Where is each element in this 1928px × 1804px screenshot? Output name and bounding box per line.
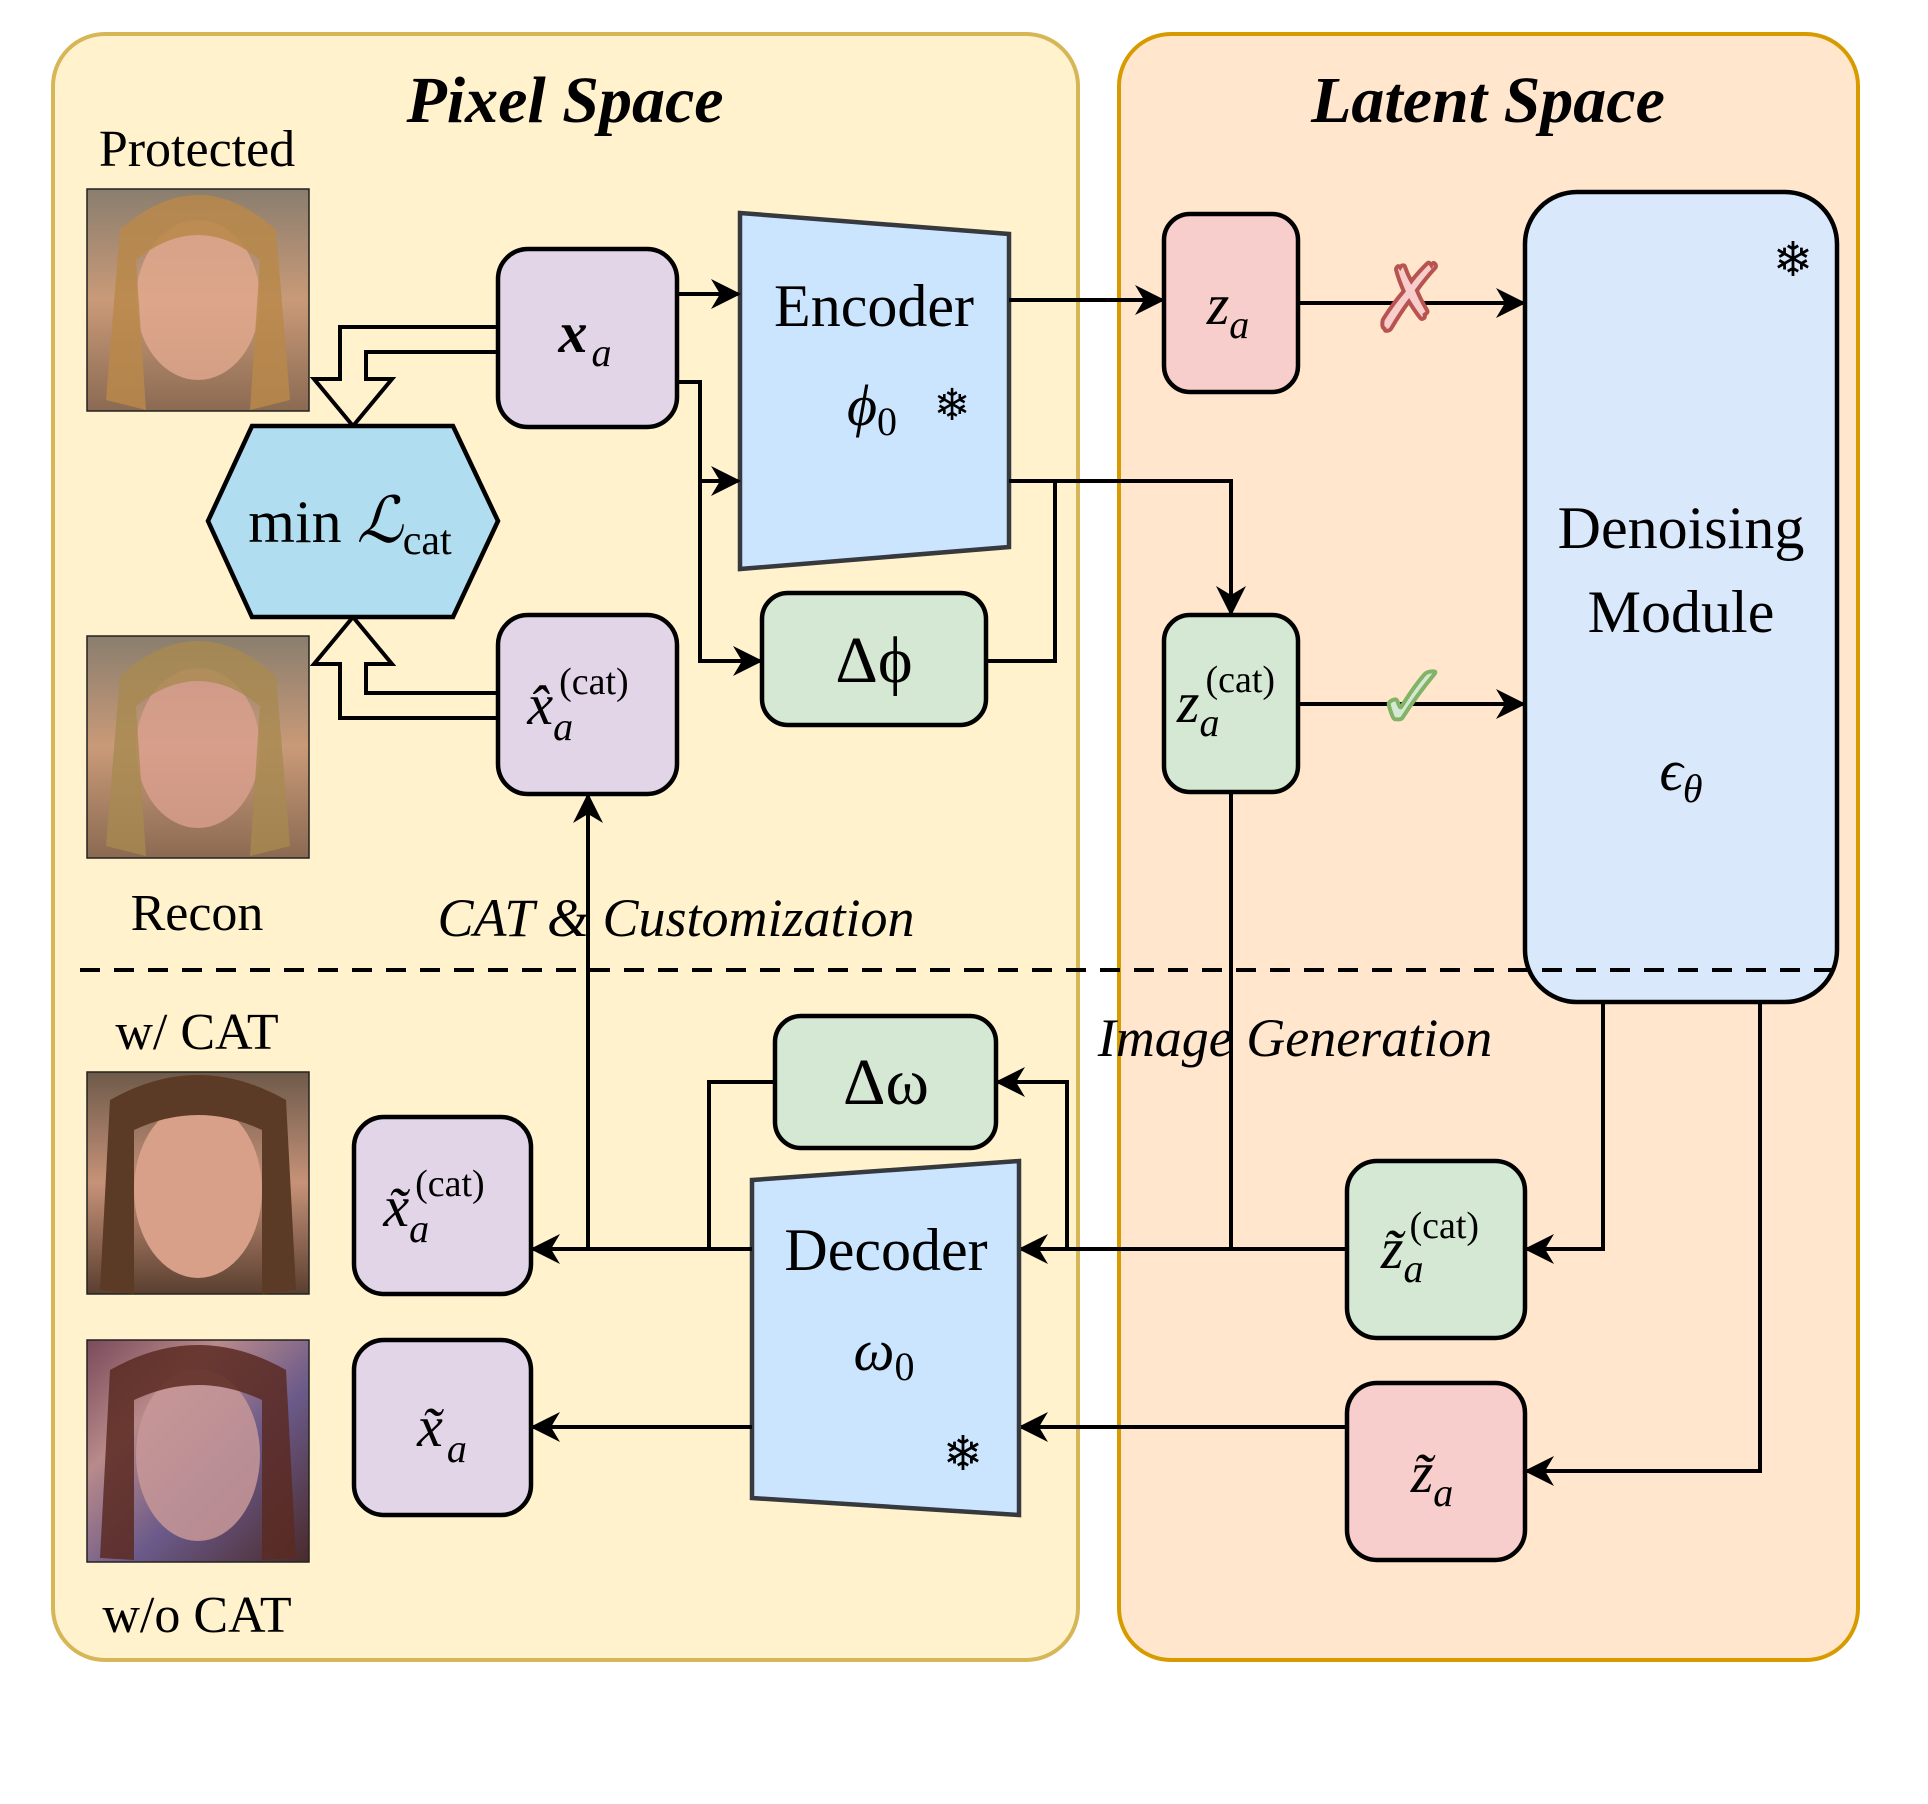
without-cat-label: w/o CAT [102,1587,291,1644]
section-cat-customization: CAT & Customization [437,888,914,948]
recon-image [86,635,310,859]
z-tilde-cat-label: z̃a(cat) [1380,1205,1479,1291]
decoder-param: ω0 [854,1318,915,1389]
node-x-tilde-cat[interactable] [351,1114,534,1297]
wire-denoiser-to-ztilde-cat [1524,1004,1605,1264]
with-cat-image [86,1071,310,1295]
z-a-label: za [1206,272,1250,347]
with-cat-label: w/ CAT [115,1004,278,1061]
protected-image [86,188,310,412]
encoder-block[interactable] [737,210,1012,572]
loss-min: min [248,489,356,555]
decoder-block[interactable] [749,1158,1022,1518]
blocked-x-icon: ✗ [1371,245,1448,352]
node-x-hat-cat[interactable] [495,612,680,797]
wire-denoiser-to-ztilde [1524,1004,1762,1486]
x-hat-cat-label: x̂a(cat) [526,661,628,749]
loss-sub: cat [403,518,452,564]
z-cat-label: za(cat) [1176,659,1275,745]
x-tilde-label: x̃a [416,1394,467,1471]
wire-xa-to-encoder-lower [677,380,741,496]
denoiser-frozen-icon: ❄ [1773,234,1813,287]
wire-to-delta-omega [995,1067,1069,1249]
x-tilde-cat-label: x̃a(cat) [382,1163,484,1251]
pixel-space-title: Pixel Space [405,64,723,137]
decoder-frozen-icon: ❄ [943,1428,983,1481]
loss-symbol: ℒ [357,485,405,556]
denoising-module[interactable] [1522,189,1840,1005]
loss-label: min ℒcat [248,485,452,564]
wire-xa-to-delta-phi [698,481,763,676]
denoiser-line1: Denoising [1558,495,1805,561]
encoder-frozen-icon: ❄ [934,381,971,430]
z-tilde-label: z̃a [1410,1440,1454,1515]
node-x-tilde[interactable] [351,1337,534,1518]
latent-space-title: Latent Space [1310,64,1665,137]
without-cat-image [86,1339,310,1563]
wire-encoder-to-zcat [1009,479,1246,616]
loss-hexagon [205,423,501,620]
encoder-label: Encoder [774,273,974,339]
delta-phi-label: Δϕ [835,624,912,697]
protected-label: Protected [99,121,295,178]
denoiser-param: ϵθ [1659,738,1702,811]
section-image-generation: Image Generation [1097,1008,1492,1068]
denoiser-line2: Module [1588,579,1775,645]
node-z-tilde[interactable] [1344,1380,1528,1563]
allowed-check-icon: ✓ [1375,645,1450,750]
wire-delta-phi-merge [986,481,1057,663]
encoder-param: ϕ0 [847,373,897,444]
node-x-a[interactable] [495,246,680,430]
wire-delta-omega-merge [707,1080,775,1249]
decoder-label: Decoder [784,1217,987,1283]
delta-omega-label: Δω [843,1046,929,1119]
recon-label: Recon [131,885,264,942]
node-z-tilde-cat[interactable] [1344,1158,1528,1341]
